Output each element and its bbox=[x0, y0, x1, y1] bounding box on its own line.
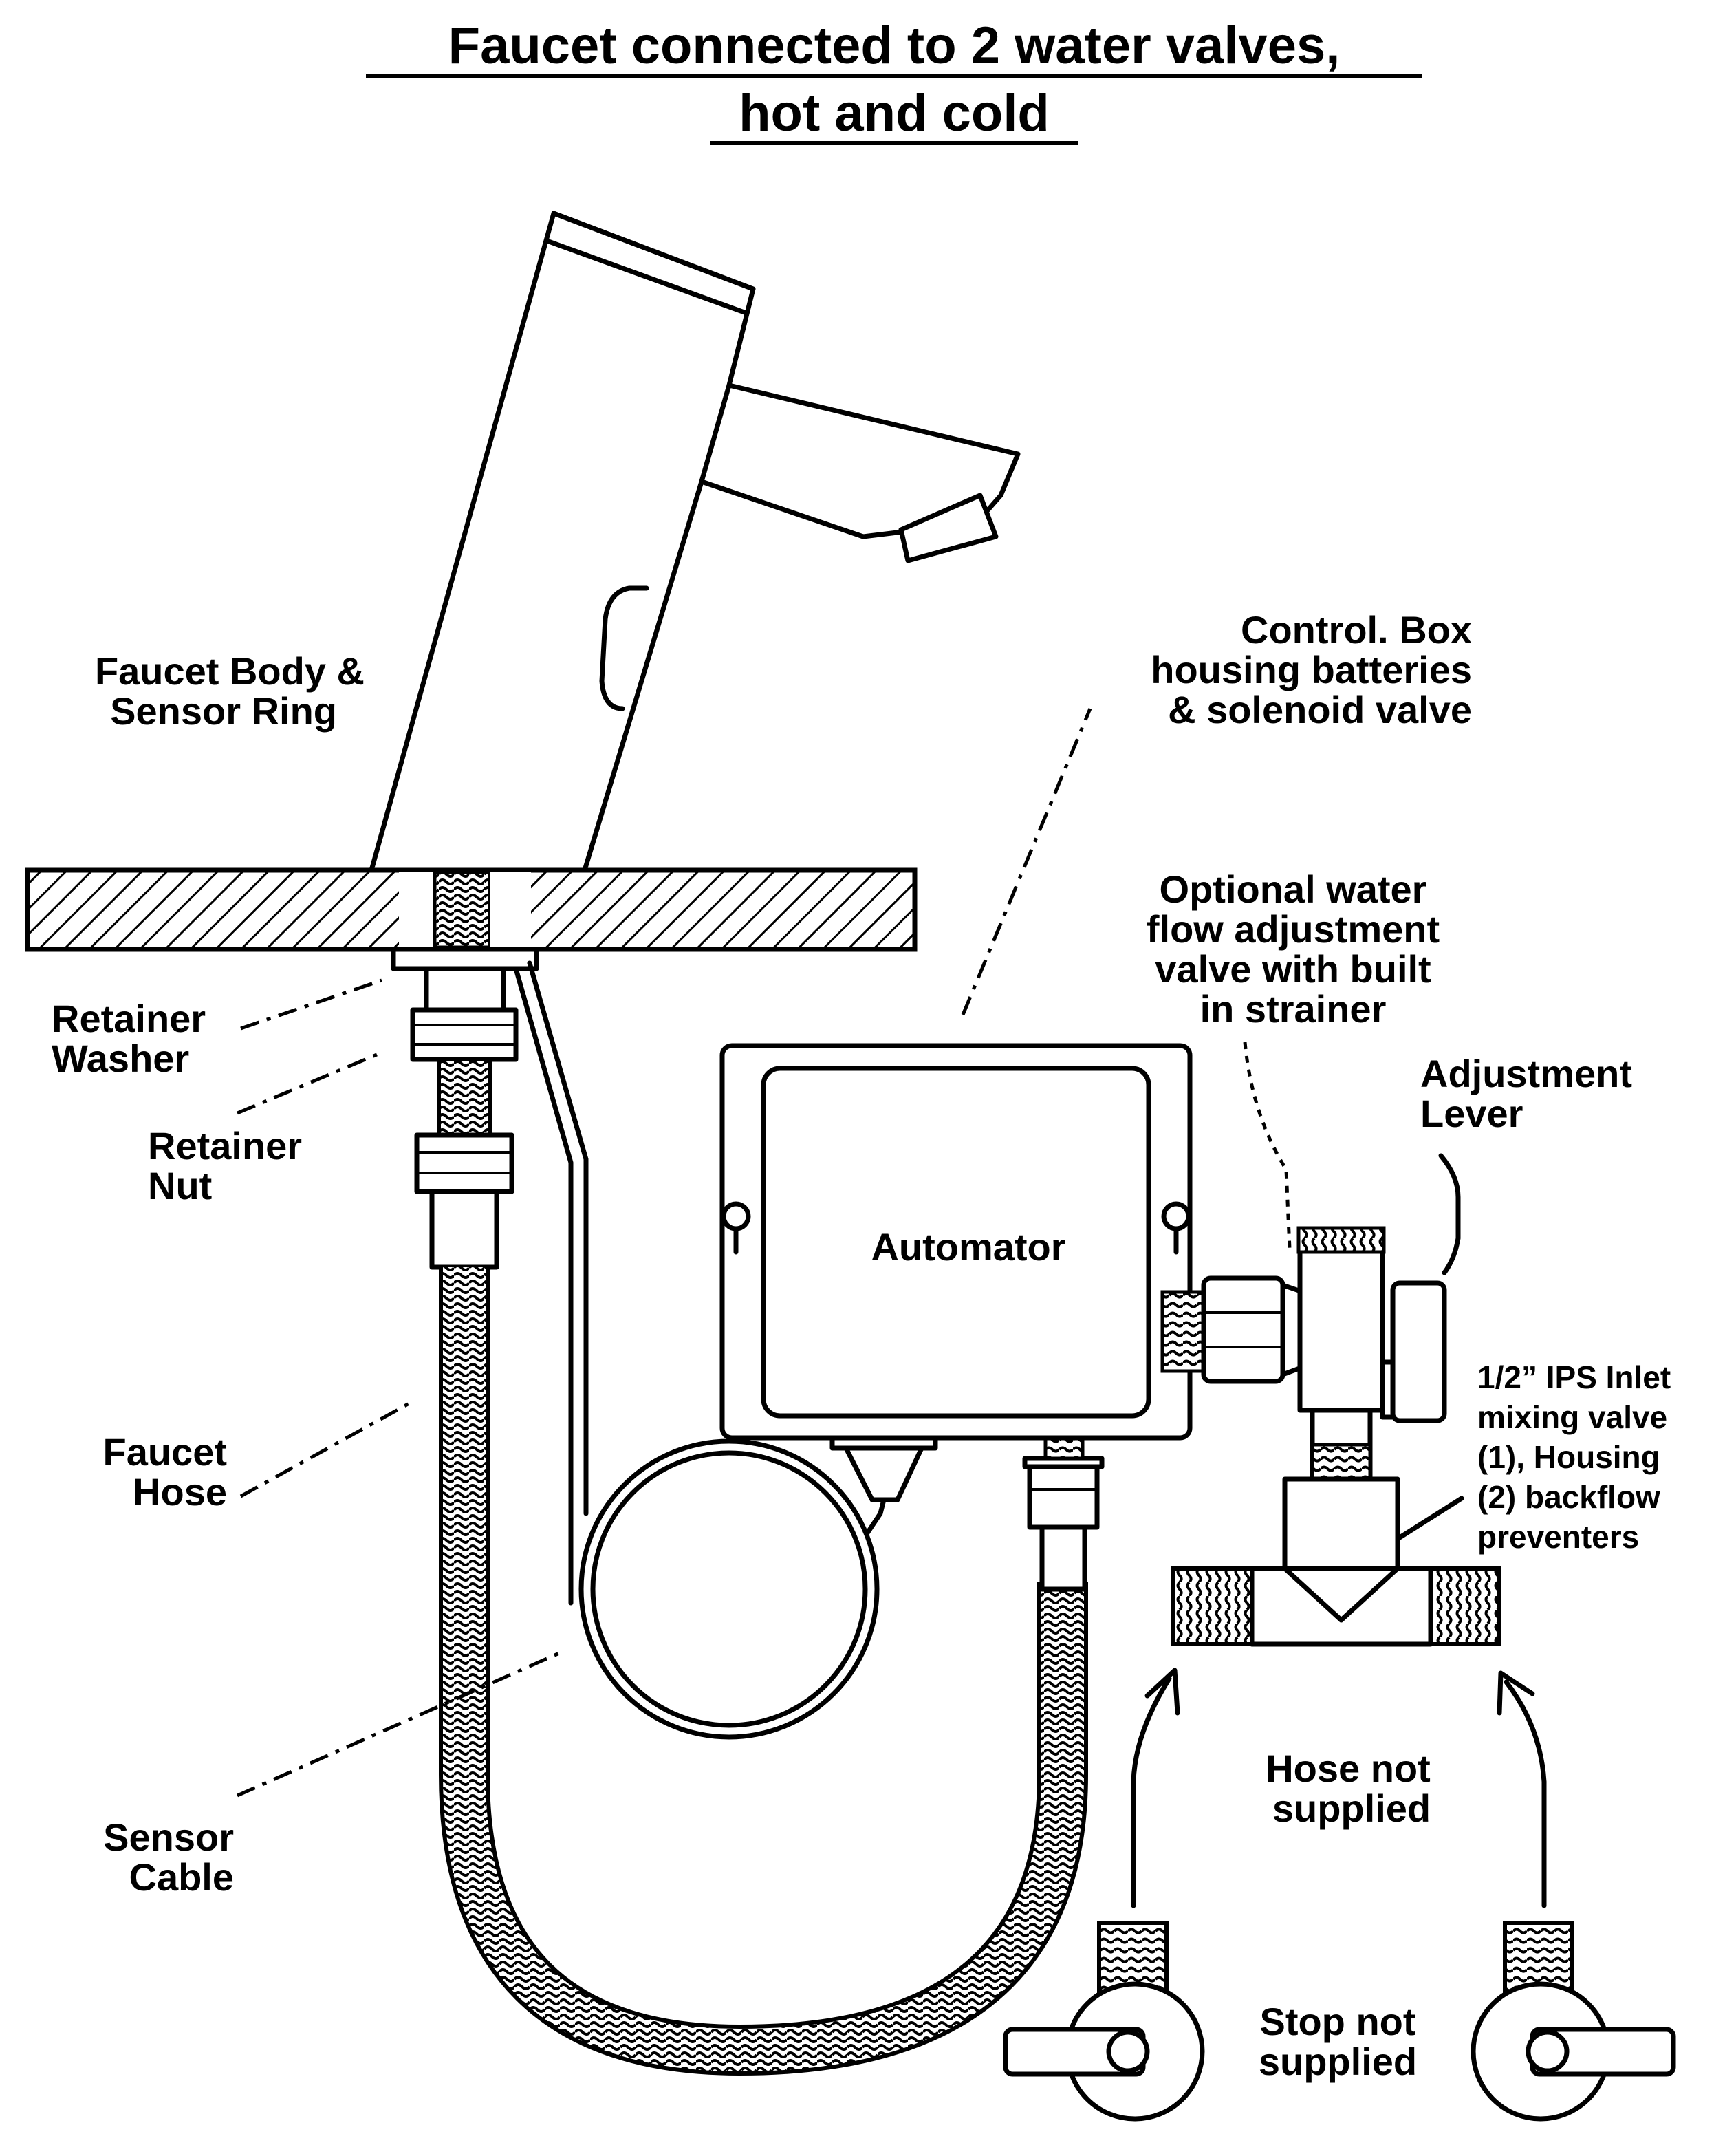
mounting-slot-left bbox=[721, 1201, 751, 1255]
label-sensor-cable-line-1: Sensor bbox=[103, 1815, 234, 1859]
stop-valve-left bbox=[1003, 1921, 1205, 2122]
label-faucet-hose-line-1: Faucet bbox=[103, 1430, 228, 1474]
label-hose-not-supplied-line-2: supplied bbox=[1272, 1787, 1431, 1830]
label-retainer-nut-line-1: Retainer bbox=[148, 1124, 302, 1167]
label-sensor-cable: Sensor Cable bbox=[103, 1815, 234, 1899]
label-retainer-washer-line-2: Washer bbox=[52, 1037, 189, 1080]
label-retainer-nut: Retainer Nut bbox=[148, 1124, 302, 1207]
inlet-mixing-valve bbox=[1171, 1476, 1501, 1647]
mounting-slot-right bbox=[1161, 1201, 1191, 1255]
label-adjustment-lever: Adjustment Lever bbox=[1420, 1052, 1632, 1135]
label-retainer-nut-line-2: Nut bbox=[148, 1164, 212, 1207]
label-automator: Automator bbox=[871, 1225, 1065, 1269]
hose-arrow-left bbox=[1131, 1668, 1180, 1908]
label-sensor-cable-line-2: Cable bbox=[129, 1855, 235, 1899]
label-faucet-hose: Faucet Hose bbox=[103, 1430, 228, 1513]
label-optional-valve-line-2: flow adjustment bbox=[1147, 907, 1440, 951]
label-inlet-valve-line-2: mixing valve bbox=[1477, 1399, 1667, 1435]
label-optional-valve-line-4: in strainer bbox=[1200, 987, 1387, 1031]
control-box bbox=[719, 1043, 1206, 1441]
diagram-title: Faucet connected to 2 water valves, hot … bbox=[366, 17, 1422, 145]
label-retainer-washer: Retainer Washer bbox=[52, 997, 206, 1080]
faucet-body bbox=[369, 211, 1021, 873]
label-control-box-line-1: Control. Box bbox=[1241, 608, 1472, 651]
label-hose-not-supplied: Hose not supplied bbox=[1266, 1747, 1431, 1830]
label-inlet-valve-line-1: 1/2” IPS Inlet bbox=[1477, 1359, 1671, 1395]
retainer-washer bbox=[391, 947, 539, 1013]
label-adjustment-lever-line-1: Adjustment bbox=[1420, 1052, 1632, 1095]
label-faucet-hose-line-2: Hose bbox=[133, 1470, 227, 1513]
label-optional-valve-line-1: Optional water bbox=[1160, 867, 1427, 911]
label-stop-not-supplied-line-1: Stop not bbox=[1259, 2000, 1415, 2043]
title-line-1: Faucet connected to 2 water valves, bbox=[448, 17, 1341, 75]
label-control-box-line-2: housing batteries bbox=[1151, 648, 1472, 691]
label-inlet-valve-line-3: (1), Housing bbox=[1477, 1439, 1660, 1475]
label-inlet-valve: 1/2” IPS Inlet mixing valve (1), Housing… bbox=[1477, 1359, 1671, 1555]
retainer-nut bbox=[410, 1007, 519, 1062]
adjustment-valve bbox=[1201, 1226, 1447, 1482]
countertop bbox=[25, 867, 918, 952]
leader-lines bbox=[236, 708, 1464, 1798]
hose-arrow-right bbox=[1497, 1670, 1547, 1908]
label-inlet-valve-line-5: preventers bbox=[1477, 1519, 1639, 1555]
label-faucet-body-line-1: Faucet Body & bbox=[95, 649, 365, 693]
label-control-box: Control. Box housing batteries & solenoi… bbox=[1151, 608, 1472, 731]
label-stop-not-supplied: Stop not supplied bbox=[1259, 2000, 1417, 2083]
label-optional-valve: Optional water flow adjustment valve wit… bbox=[1147, 867, 1440, 1031]
label-faucet-body: Faucet Body & Sensor Ring bbox=[95, 649, 365, 733]
label-control-box-line-3: & solenoid valve bbox=[1168, 688, 1472, 731]
label-inlet-valve-line-4: (2) backflow bbox=[1477, 1479, 1660, 1515]
label-stop-not-supplied-line-2: supplied bbox=[1259, 2040, 1417, 2083]
stop-valve-right bbox=[1471, 1921, 1676, 2122]
label-hose-not-supplied-line-1: Hose not bbox=[1266, 1747, 1431, 1790]
label-adjustment-lever-line-2: Lever bbox=[1420, 1092, 1523, 1135]
label-optional-valve-line-3: valve with built bbox=[1155, 947, 1431, 991]
title-line-2: hot and cold bbox=[739, 84, 1050, 142]
faucet-hose bbox=[414, 1057, 1105, 2076]
label-faucet-body-line-2: Sensor Ring bbox=[110, 689, 337, 733]
adjustment-lever bbox=[1380, 1280, 1447, 1423]
label-retainer-washer-line-1: Retainer bbox=[52, 997, 206, 1040]
